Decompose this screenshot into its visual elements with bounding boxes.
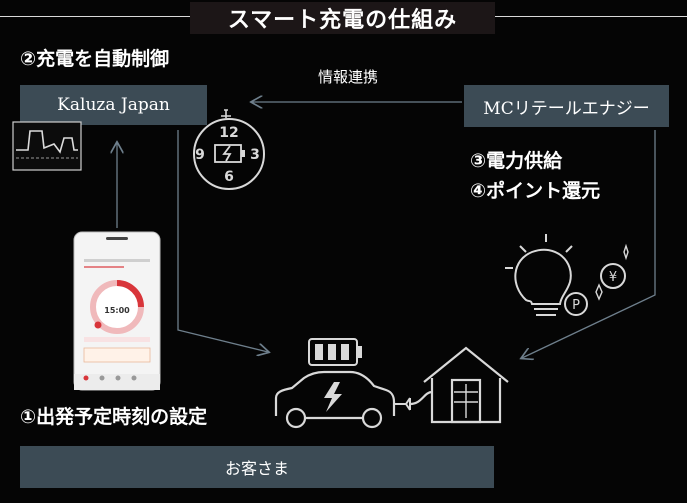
charging-chart-icon — [12, 121, 82, 171]
title-rule-right — [495, 16, 687, 17]
clock-num-3: 3 — [250, 147, 260, 163]
customer-box: お客さま — [20, 446, 494, 488]
clock-num-12: 12 — [219, 125, 238, 141]
supply-to-house-arrow — [522, 130, 656, 358]
diagram-title: スマート充電の仕組み — [190, 2, 495, 34]
app-charge-time: 15:00 — [104, 306, 130, 315]
house-icon — [423, 346, 509, 424]
step2-label: ②充電を自動制御 — [20, 48, 170, 70]
lightbulb-points-icon — [505, 234, 629, 316]
clock-num-9: 9 — [195, 147, 205, 163]
step4-label: ④ポイント還元 — [470, 180, 601, 202]
step1-label: ①出発予定時刻の設定 — [20, 406, 208, 428]
smartphone-app-icon — [73, 231, 161, 391]
clock-num-6: 6 — [224, 169, 234, 185]
battery-full-icon — [308, 338, 362, 366]
step3-label: ③電力供給 — [470, 150, 563, 172]
charge-timer-icon — [193, 109, 265, 190]
yen-symbol: ¥ — [609, 270, 617, 285]
info-link-label: 情報連携 — [318, 68, 379, 86]
kaluza-japan-box: Kaluza Japan — [20, 85, 207, 125]
title-rule-left — [0, 16, 190, 17]
control-to-car-arrow — [177, 130, 268, 352]
points-symbol: P — [572, 298, 580, 313]
mc-retail-energy-box: MCリテールエナジー — [464, 85, 669, 127]
electric-car-icon — [274, 370, 433, 429]
